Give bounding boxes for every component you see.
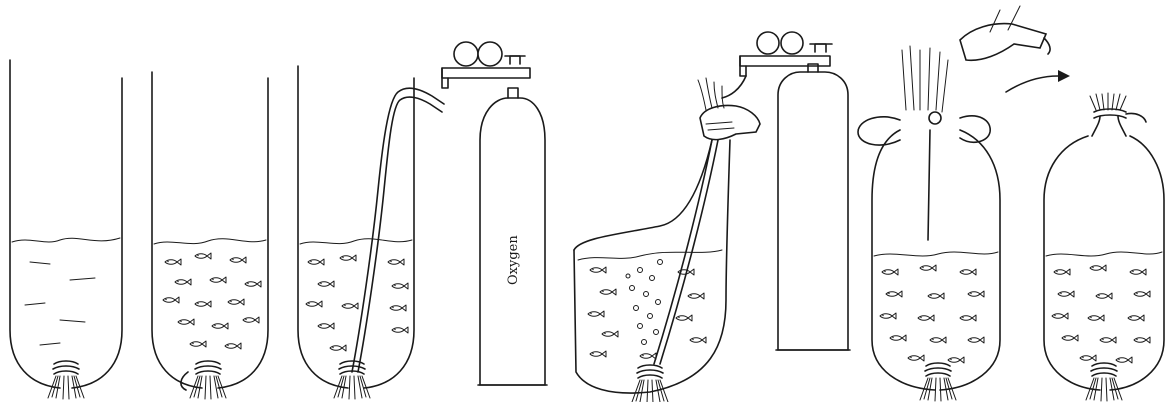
hand-icon <box>960 6 1050 60</box>
fish-icon <box>306 255 408 351</box>
rubber-band-icon <box>858 112 990 145</box>
step-bag-water <box>10 60 122 399</box>
step-bag-fish <box>152 72 268 399</box>
cylinder-label: Oxygen <box>506 235 521 285</box>
step-bag-squeeze-air <box>574 78 760 402</box>
gauge-icon <box>454 42 502 66</box>
gauge-icon <box>757 32 803 54</box>
step-bag-oxygen-tube <box>298 66 444 399</box>
fish-icon <box>163 253 261 349</box>
step-bag-sealed <box>1044 93 1164 401</box>
fish-icon <box>880 265 984 363</box>
fish-icon <box>1052 265 1150 363</box>
oxygen-cylinder-left: Oxygen <box>442 42 547 385</box>
bubble-icon <box>626 260 663 345</box>
fish-icon <box>588 267 706 359</box>
arrow-icon <box>1006 70 1070 92</box>
step-bag-twist-tie <box>858 6 1070 401</box>
hand-icon <box>698 78 760 140</box>
oxygen-cylinder-right <box>722 32 850 350</box>
